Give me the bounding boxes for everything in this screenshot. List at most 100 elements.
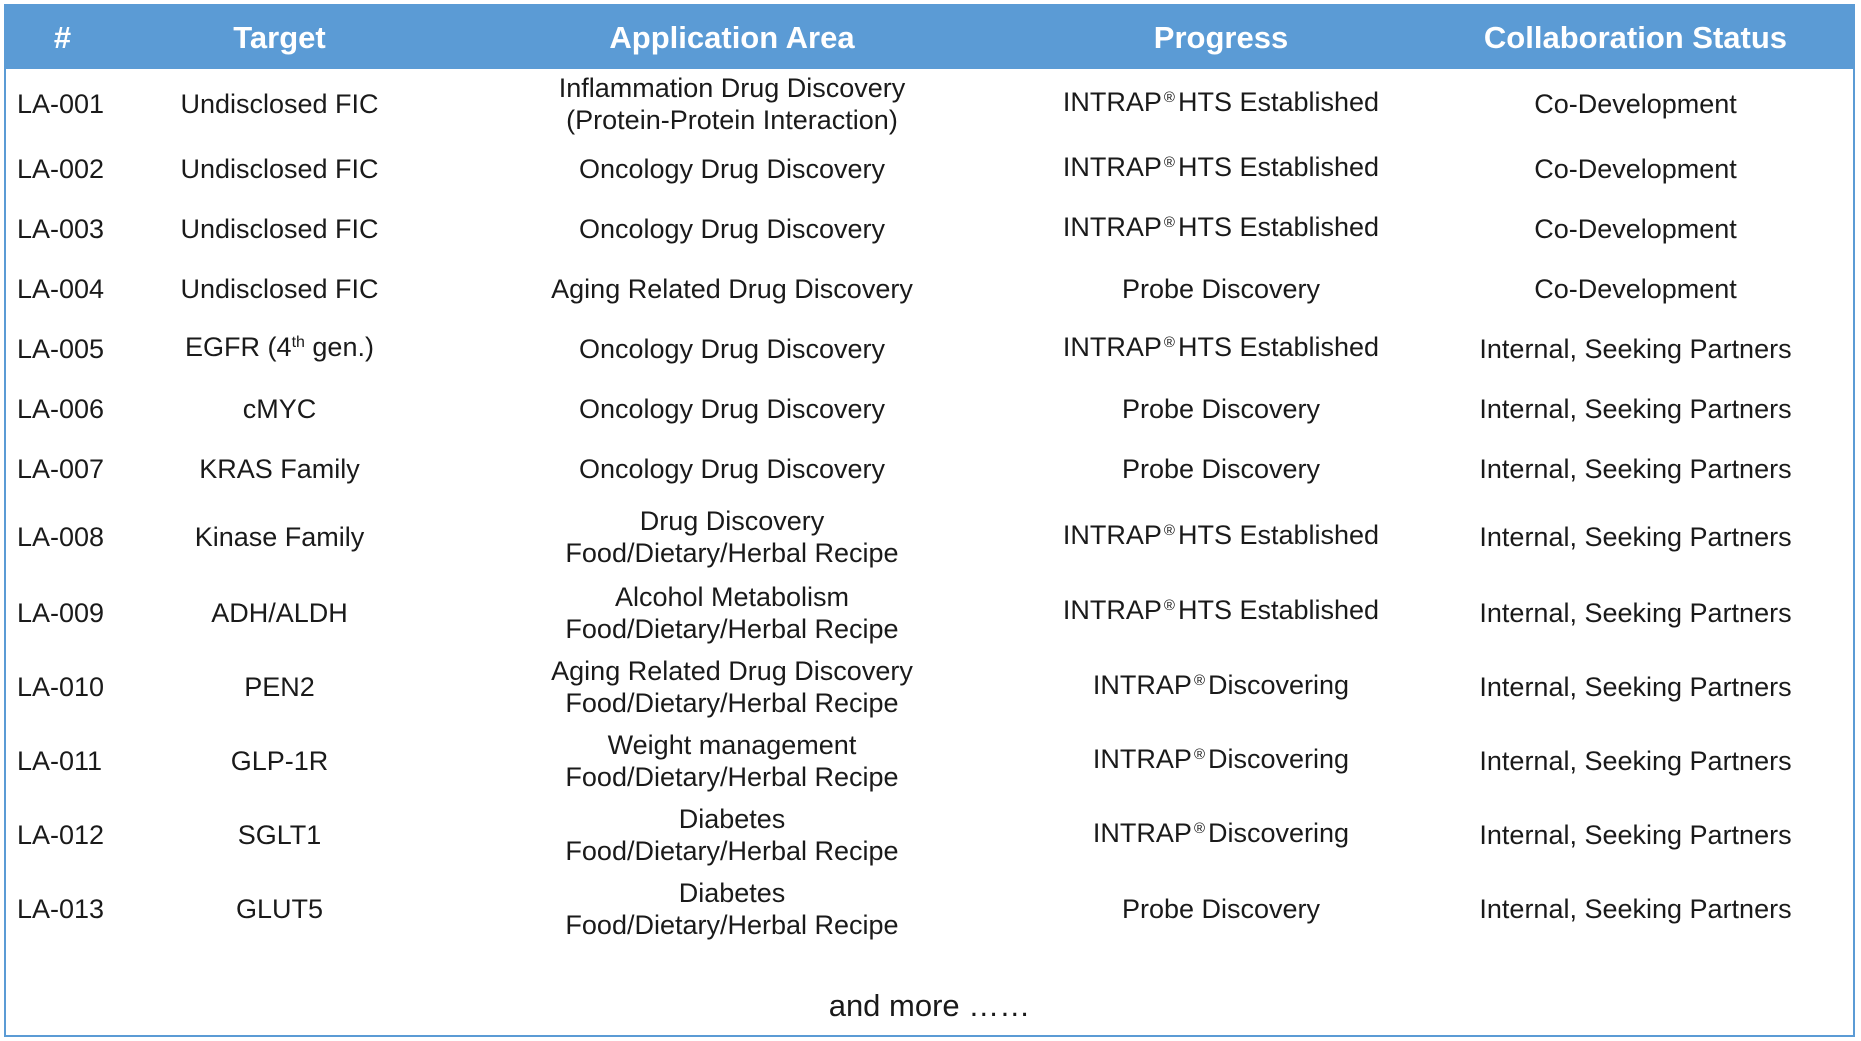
progress-text: INTRAP®HTS Established — [1063, 86, 1379, 123]
row-progress: Probe Discovery — [1121, 274, 1321, 304]
application-area-line: Alcohol Metabolism — [614, 581, 850, 612]
row-progress: INTRAP®HTS Established — [1024, 319, 1418, 379]
row-application-area: Oncology Drug Discovery — [440, 379, 1024, 439]
target-text: EGFR (4th gen.) — [185, 331, 374, 368]
row-collaboration-status: Internal, Seeking Partners — [1479, 746, 1792, 776]
registered-mark: ® — [1163, 153, 1175, 171]
row-collaboration-status: Internal, Seeking Partners — [1479, 522, 1792, 552]
progress-stage: HTS Established — [1177, 331, 1380, 362]
registered-mark: ® — [1193, 819, 1205, 837]
progress-text: INTRAP®HTS Established — [1063, 211, 1379, 248]
application-area-line: Oncology Drug Discovery — [578, 154, 886, 184]
application-area-lines: Inflammation Drug Discovery(Protein-Prot… — [559, 72, 906, 136]
progress-stage: Discovering — [1208, 743, 1350, 774]
row-progress: Probe Discovery — [1121, 894, 1321, 924]
row-id: LA-002 — [17, 154, 105, 184]
row-collaboration-status: Co-Development — [1534, 154, 1737, 184]
progress-brand: INTRAP — [1092, 743, 1192, 774]
row-progress: INTRAP®HTS Established — [1024, 69, 1418, 139]
registered-mark: ® — [1163, 333, 1175, 351]
header-application-area: Application Area — [609, 20, 855, 55]
application-area-line: Oncology Drug Discovery — [578, 334, 886, 364]
progress-brand: INTRAP — [1092, 817, 1192, 848]
table-header: # Target Application Area Progress Colla… — [6, 6, 1853, 69]
application-area-line: Diabetes — [678, 804, 786, 834]
registered-mark: ® — [1163, 521, 1175, 539]
application-area-lines: Oncology Drug Discovery — [579, 333, 885, 365]
row-target: KRAS Family — [199, 454, 360, 484]
application-area-line: Diabetes — [678, 878, 786, 908]
target-part: gen.) — [304, 331, 374, 362]
row-collaboration-status: Internal, Seeking Partners — [1479, 894, 1792, 924]
row-application-area: Aging Related Drug Discovery — [440, 259, 1024, 319]
row-id: LA-003 — [17, 214, 105, 244]
progress-stage: Discovering — [1208, 817, 1350, 848]
row-id: LA-008 — [17, 522, 105, 552]
row-collaboration-status: Internal, Seeking Partners — [1479, 394, 1792, 424]
progress-text: INTRAP®Discovering — [1093, 817, 1349, 854]
row-progress: INTRAP®HTS Established — [1024, 499, 1418, 575]
application-area-lines: Oncology Drug Discovery — [579, 393, 885, 425]
progress-stage: HTS Established — [1177, 211, 1380, 242]
row-id: LA-005 — [17, 334, 105, 364]
row-collaboration-status: Internal, Seeking Partners — [1479, 672, 1792, 702]
row-application-area: Inflammation Drug Discovery(Protein-Prot… — [440, 69, 1024, 139]
row-id: LA-011 — [17, 746, 103, 776]
application-area-lines: Aging Related Drug Discovery — [551, 273, 913, 305]
progress-brand: INTRAP — [1062, 151, 1162, 182]
progress-text: INTRAP®HTS Established — [1063, 331, 1379, 368]
progress-text: INTRAP®HTS Established — [1063, 151, 1379, 188]
application-area-lines: Oncology Drug Discovery — [579, 213, 885, 245]
registered-mark: ® — [1163, 213, 1175, 231]
application-area-line: Oncology Drug Discovery — [578, 454, 886, 484]
row-progress: INTRAP®Discovering — [1024, 798, 1418, 872]
row-target: Undisclosed FIC — [180, 154, 379, 184]
progress-brand: INTRAP — [1092, 669, 1192, 700]
table-row: LA-005 EGFR (4th gen.) Oncology Drug Disco… — [6, 319, 1853, 379]
and-more-text: and more …… — [828, 988, 1031, 1023]
row-id: LA-004 — [17, 274, 105, 304]
row-target: EGFR (4th gen.) — [119, 319, 440, 379]
row-target: PEN2 — [244, 672, 315, 702]
progress-text: INTRAP®Discovering — [1093, 669, 1349, 706]
progress-brand: INTRAP — [1062, 86, 1162, 117]
row-target: GLUT5 — [235, 894, 324, 924]
progress-stage: HTS Established — [1177, 151, 1380, 182]
target-superscript: th — [291, 333, 305, 351]
progress-brand: INTRAP — [1062, 595, 1162, 625]
application-area-line: Oncology Drug Discovery — [578, 394, 886, 424]
row-application-area: Oncology Drug Discovery — [440, 199, 1024, 259]
registered-mark: ® — [1193, 671, 1205, 689]
application-area-line: (Protein-Protein Interaction) — [566, 105, 898, 135]
row-target: Kinase Family — [194, 522, 365, 552]
row-id: LA-010 — [17, 672, 105, 702]
application-area-line: Aging Related Drug Discovery — [551, 656, 913, 686]
progress-text: INTRAP®HTS Established — [1063, 594, 1379, 631]
application-area-line: Food/Dietary/Herbal Recipe — [565, 910, 899, 940]
application-area-line: Inflammation Drug Discovery — [558, 73, 906, 103]
target-part: EGFR (4 — [185, 331, 292, 362]
row-collaboration-status: Internal, Seeking Partners — [1479, 334, 1792, 364]
row-progress: Probe Discovery — [1121, 394, 1321, 424]
row-application-area: Oncology Drug Discovery — [440, 319, 1024, 379]
progress-text: INTRAP®Discovering — [1093, 743, 1349, 780]
registered-mark: ® — [1163, 88, 1175, 106]
row-target: Undisclosed FIC — [180, 274, 379, 304]
row-application-area: Oncology Drug Discovery — [440, 139, 1024, 199]
progress-brand: INTRAP — [1062, 331, 1162, 362]
application-area-line: Drug Discovery — [639, 506, 825, 536]
application-area-line: Food/Dietary/Herbal Recipe — [565, 688, 899, 718]
progress-stage: HTS Established — [1177, 86, 1380, 117]
